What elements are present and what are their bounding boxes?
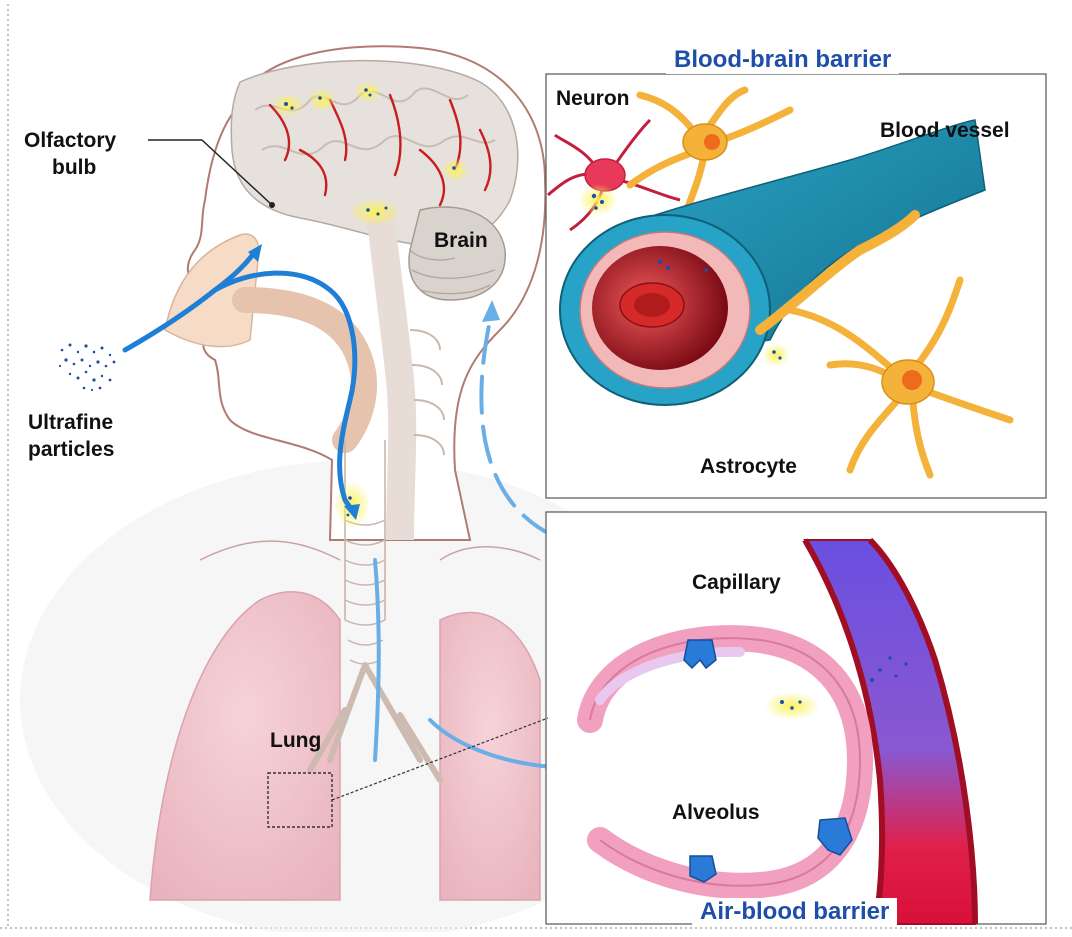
astrocyte-bottom (786, 276, 1014, 479)
label-alveolus: Alveolus (672, 801, 760, 824)
label-capillary: Capillary (692, 571, 781, 594)
bronchi (307, 662, 443, 783)
title-blood-brain-barrier: Blood-brain barrier (666, 46, 900, 74)
arrow-to-airway (212, 270, 358, 513)
ultrafine-particle-cloud (58, 343, 116, 392)
label-astrocyte: Astrocyte (700, 455, 797, 478)
vertebrae (409, 329, 445, 456)
trachea-walls (344, 440, 386, 620)
oral-cavity (232, 287, 377, 453)
brain-blood-vessels (268, 93, 492, 207)
title-air-blood-barrier: Air-blood barrier (692, 898, 898, 926)
astrocyte-endfoot (755, 210, 920, 335)
brainstem-spine (366, 208, 417, 541)
left-lung (149, 591, 341, 901)
label-ultrafine-line2: particles (28, 438, 115, 461)
arrow-trachea-lung (373, 558, 381, 762)
label-brain: Brain (434, 229, 488, 252)
label-lung: Lung (270, 729, 322, 752)
shoulder-lines (199, 540, 541, 561)
label-ultrafine-line1: Ultrafine (28, 411, 114, 434)
abb-illustration (577, 537, 978, 925)
label-neuron: Neuron (556, 87, 630, 110)
label-blood-vessel: Blood vessel (880, 119, 1010, 142)
zoom-leader-line (331, 717, 549, 801)
arrow-to-olfactory (122, 249, 258, 353)
bbb-illustration (547, 86, 1014, 479)
alveolus-wall-edge (589, 637, 862, 887)
label-olfactory-bulb-line1: Olfactory (24, 129, 117, 152)
astrocyte-top (626, 86, 794, 219)
label-olfactory-bulb-line2: bulb (52, 156, 97, 179)
alveolar-cells (683, 639, 853, 883)
